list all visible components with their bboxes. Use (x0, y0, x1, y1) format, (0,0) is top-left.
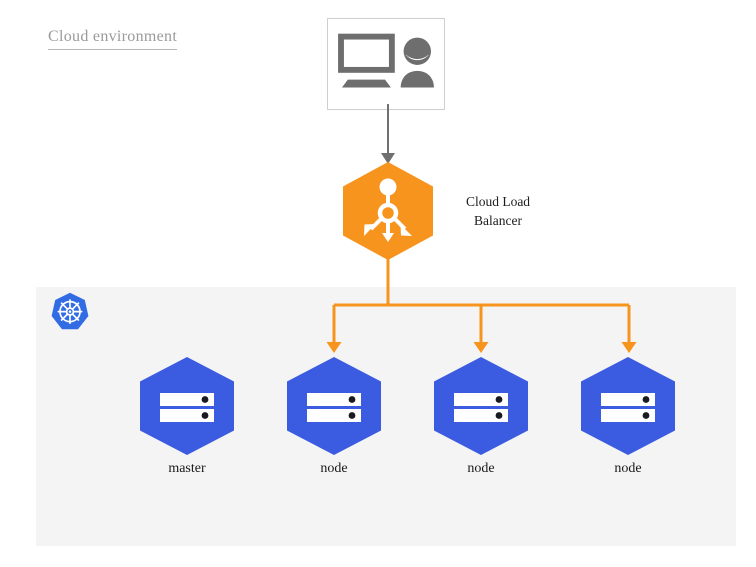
hexagon-shape (287, 357, 381, 455)
load-balancer-node (343, 162, 433, 260)
server-icon (601, 393, 655, 422)
node-label: master (168, 461, 206, 476)
monitor-icon (338, 33, 395, 88)
page-title: Cloud environment (48, 28, 178, 50)
hexagon-shape (434, 357, 528, 455)
node-label: node (467, 461, 495, 476)
node-label: node (614, 461, 642, 476)
node-label: node (320, 461, 348, 476)
load-balancer-icon (364, 178, 412, 242)
load-balancer-label-line1: Cloud Load (465, 194, 531, 209)
client-icons-group (338, 33, 434, 88)
connector-loadbalancer-to-nodes (310, 256, 660, 364)
load-balancer-label: Cloud Load Balancer (442, 192, 554, 230)
server-icon (160, 393, 214, 422)
load-balancer-label-line2: Balancer (474, 213, 522, 228)
hexagon-shape (140, 357, 234, 455)
server-icon (307, 393, 361, 422)
server-icon (454, 393, 508, 422)
kubernetes-icon (50, 292, 90, 332)
client-box (327, 18, 445, 110)
hexagon-shape (581, 357, 675, 455)
user-icon (400, 37, 434, 88)
connector-client-to-loadbalancer (360, 104, 416, 168)
